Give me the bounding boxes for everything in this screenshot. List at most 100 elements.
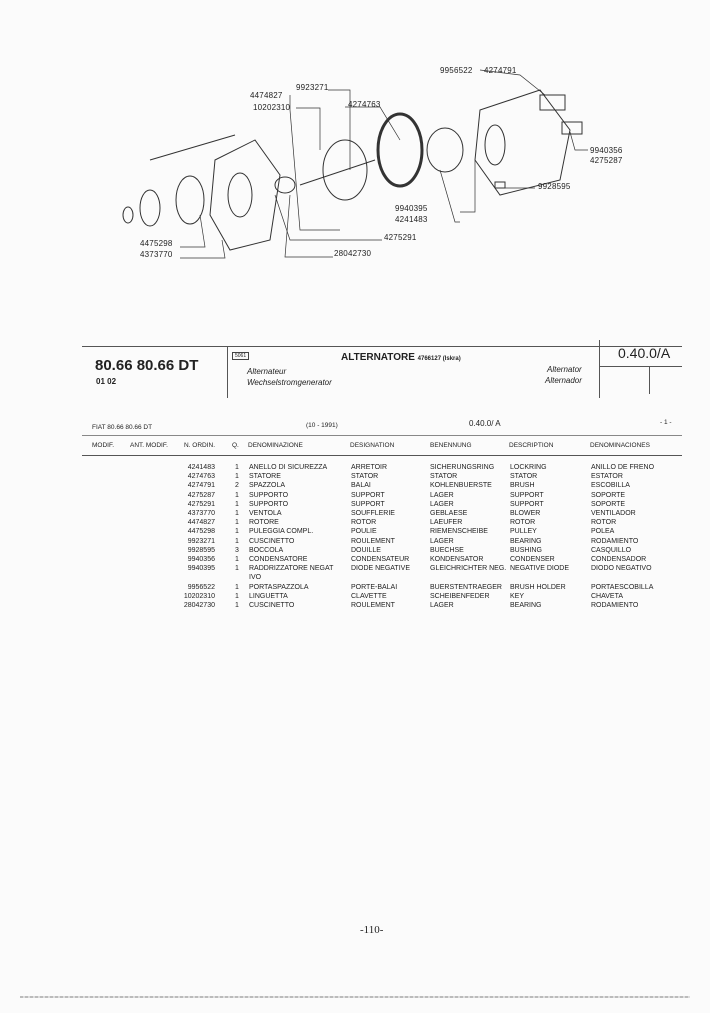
cell-de: RIEMENSCHEIBE	[430, 528, 488, 536]
cell-en: ROTOR	[510, 519, 536, 527]
cell-q: 1	[235, 491, 239, 499]
cell-fr: PORTE-BALAI	[351, 583, 398, 591]
cell-es: DIODO NEGATIVO	[591, 565, 652, 573]
callout-9956522: 9956522	[440, 66, 473, 75]
cell-de: SICHERUNGSRING	[430, 464, 495, 471]
cell-en: SUPPORT	[510, 491, 544, 499]
through-bolt	[149, 134, 236, 161]
cell-q: 1	[235, 537, 239, 545]
cell-num: 4274791	[187, 482, 215, 490]
cell-it: ROTORE	[249, 519, 279, 527]
cell-en: NEGATIVE DIODE	[510, 565, 569, 573]
group-code: 5061	[232, 352, 250, 360]
cell-es: CASQUILLO	[591, 546, 632, 554]
cell-it: STATORE	[249, 473, 281, 481]
cell-it: SUPPORTO	[249, 491, 289, 499]
cell-it: RADDRIZZATORE NEGAT	[249, 565, 334, 573]
cell-de: LAGER	[430, 491, 454, 499]
col-description: DESCRIPTION	[509, 442, 554, 449]
rear-housing	[474, 89, 571, 196]
sub-model: FIAT 80.66 80.66 DT	[92, 424, 153, 431]
cell-en: KEY	[510, 592, 525, 600]
fan	[175, 175, 205, 225]
cell-it: CUSCINETTO	[249, 602, 295, 609]
section-ref: 0.40.0/A	[618, 345, 671, 361]
cell-es: ESTATOR	[591, 473, 623, 481]
cell-en: BRUSH	[510, 482, 535, 490]
sub-page: - 1 -	[660, 419, 672, 426]
cell-de: GEBLAESE	[430, 510, 468, 517]
title-fr: Alternateur	[247, 367, 287, 376]
cell-num: 4275291	[187, 500, 215, 508]
cell-es: PORTAESCOBILLA	[591, 583, 654, 591]
cell-q: 1	[235, 510, 239, 517]
callout-9923271: 9923271	[296, 83, 329, 92]
cell-de: LAGER	[430, 602, 454, 609]
stator	[376, 112, 424, 188]
cell-fr: POULIE	[351, 528, 377, 536]
cell-es: ROTOR	[591, 519, 617, 527]
page-number: -110-	[360, 924, 384, 936]
callout-4474827: 4474827	[250, 91, 283, 100]
cell-q: 1	[235, 528, 239, 536]
cell-q: 1	[235, 464, 239, 471]
rectifier	[426, 127, 464, 173]
cell-fr: DOUILLE	[351, 546, 381, 554]
cell-de: BUERSTENTRAEGER	[430, 583, 502, 591]
cell-en: LOCKRING	[510, 464, 547, 471]
callout-28042730: 28042730	[334, 249, 372, 258]
title-de: Wechselstromgenerator	[247, 378, 332, 387]
bearing	[274, 176, 296, 194]
exploded-parts-diagram	[122, 69, 588, 259]
title-en: Alternator	[547, 365, 582, 374]
cell-num: 4474827	[187, 519, 215, 527]
callout-4275287: 4275287	[590, 156, 623, 165]
cell-fr: DIODE NEGATIVE	[351, 565, 410, 573]
cell-es: SOPORTE	[591, 500, 626, 508]
callout-4373770: 4373770	[140, 250, 173, 259]
cell-en: BUSHING	[510, 546, 542, 554]
callout-10202310: 10202310	[253, 103, 291, 112]
cell-es: RODAMIENTO	[591, 537, 639, 545]
cell-num: 9940395	[187, 565, 215, 573]
callout-4275291: 4275291	[384, 233, 417, 242]
table-row: 9940395 1 RADDRIZZATORE NEGAT DIODE NEGATIV…	[0, 565, 710, 574]
col-designation: DESIGNATION	[350, 442, 395, 449]
front-housing	[209, 139, 281, 251]
cell-de: KOHLENBUERSTE	[430, 482, 492, 490]
col-denominazione: DENOMINAZIONE	[248, 442, 303, 449]
title-suffix: 4766127 (Iskra)	[417, 356, 461, 362]
cell-num: 9956522	[187, 583, 215, 591]
cell-num: 4373770	[187, 510, 215, 517]
col-modif: MODIF.	[92, 442, 115, 449]
cell-it: ANELLO DI SICUREZZA	[249, 464, 328, 471]
callout-9928595: 9928595	[538, 182, 571, 191]
cell-de: BUECHSE	[430, 546, 464, 554]
cell-q: 3	[235, 546, 239, 554]
cell-es: RODAMIENTO	[591, 602, 639, 609]
cell-it: SPAZZOLA	[249, 482, 286, 490]
callout-4241483: 4241483	[395, 215, 428, 224]
table-row: IVO	[0, 574, 710, 583]
cell-de: SCHEIBENFEDER	[430, 592, 490, 600]
cell-fr: SOUFFLERIE	[351, 510, 395, 517]
cell-en: BEARING	[510, 537, 542, 545]
cell-fr: BALAI	[351, 482, 371, 490]
cell-q: 1	[235, 473, 239, 481]
col-q: Q.	[232, 442, 239, 449]
cell-es: VENTILADOR	[591, 510, 636, 517]
cell-it: PORTASPAZZOLA	[249, 583, 309, 591]
brush-holder	[539, 94, 566, 111]
cell-fr: STATOR	[351, 473, 379, 481]
cell-fr: CLAVETTE	[351, 592, 387, 600]
cell-q: 1	[235, 500, 239, 508]
cell-fr: ROULEMENT	[351, 602, 395, 609]
cell-fr: SUPPORT	[351, 500, 385, 508]
section-title: ALTERNATORE 4766127 (Iskra)	[341, 352, 461, 363]
cell-q: 1	[235, 565, 239, 573]
